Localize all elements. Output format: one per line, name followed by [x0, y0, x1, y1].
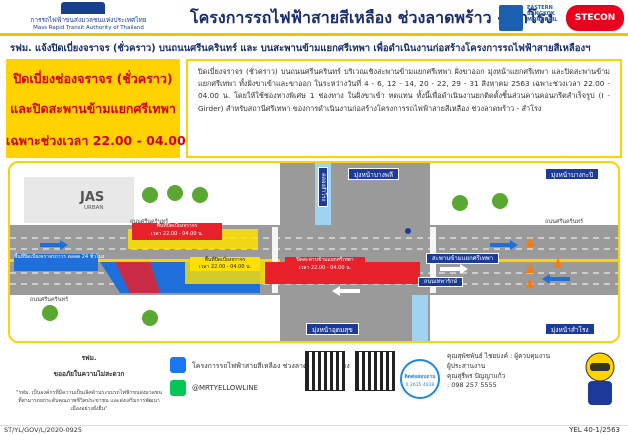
header: การรถไฟฟ้าขนส่งมวลชนแห่งประเทศไทย Mass R… [0, 0, 628, 36]
station-marker-icon [405, 228, 411, 234]
org-name-en: Mass Rapid Transit Authority of Thailand [33, 25, 144, 31]
facebook-text: โครงการรถไฟฟ้าสายสีเหลือง ช่วงลาดพร้าว -… [192, 362, 350, 370]
contact2-phone: : 098 257 5555 [447, 381, 497, 389]
description-box: ปิดเบี่ยงจราจร (ชั่วคราว) บนถนนศรีนครินท… [186, 59, 622, 158]
white-arrows [332, 264, 468, 296]
qr-code-icon [355, 351, 395, 391]
jas-brand: JAS [80, 190, 105, 205]
contact2-name: คุณสุรีพร ปัญญาแก้ว [447, 372, 506, 380]
direction-arrows [40, 240, 570, 284]
label-zone-24h: พื้นที่ปิดเบี่ยงจราจรถาวร ตลอด 24 ชั่วโม… [14, 254, 104, 271]
description-text: ปิดเบี่ยงจราจร (ชั่วคราว) บนถนนศรีนครินท… [198, 67, 610, 113]
road-label-bottom: ถนนศรีนครินทร์ [30, 297, 69, 303]
sign-theparak-road: ถนนเทพารักษ์ [418, 277, 463, 287]
contact1-role: ผู้ประสานงาน [447, 362, 486, 370]
document-code: ST/YL/GOV/L/2020-0925 [4, 426, 82, 434]
sign-canal: คลองสำโรง [318, 167, 328, 207]
ebm-logo-icon [499, 5, 523, 31]
jas-building [24, 177, 134, 223]
sign-to-bangkapi: มุ่งหน้าบางกะปิ [545, 168, 600, 180]
label-bridge-closed: ปิดสะพานข้ามแยกศรีเทพา เวลา 22.00 - 04.0… [285, 257, 365, 274]
sign-to-bangphli: มุ่งหน้าบางพลี [348, 168, 400, 180]
bottom-bar: ST/YL/GOV/L/2020-0925 YEL 40-1/2563 [0, 425, 628, 435]
footer-issuer: รฟม. ขออภัยในความไม่สะดวก "รฟม. เป็นองค์… [14, 353, 164, 413]
issuer: รฟม. [81, 354, 97, 362]
jas-sub: URBAN [84, 205, 104, 211]
label-zone-night-top: พื้นที่ปิดเบี่ยงจราจร เวลา 22.00 - 04.00… [132, 223, 222, 240]
stecon-logo: STECON [566, 5, 624, 31]
apology: ขออภัยในความไม่สะดวก [53, 370, 125, 378]
ebm-logo-text: EASTERN BANGKOK MONORAIL [527, 5, 558, 23]
line-icon [170, 380, 186, 396]
contact-badge: ติดต่อสอบถาม 0 2615 4918 [400, 359, 440, 399]
canal-bottom [412, 295, 428, 341]
closure-summary-box: ปิดเบี่ยงช่องจราจร (ชั่วคราว) และปิดสะพา… [6, 59, 204, 158]
reference-code: YEL 40-1/2563 [569, 426, 620, 434]
mrta-emblem-icon [61, 2, 105, 14]
sign-bridge: สะพานข้ามแยกศรีเทพา [426, 253, 500, 264]
mrta-logo: การรถไฟฟ้าขนส่งมวลชนแห่งประเทศไทย Mass R… [6, 2, 166, 34]
summary-line-2: และปิดสะพานข้ามแยกศรีเทพา [10, 101, 176, 116]
road-label-right: ถนนศรีนครินทร์ [545, 219, 584, 225]
line-text: @MRTYELLOWLINE [192, 384, 258, 392]
slogan: "รฟม. เป็นองค์กรที่มีความเป็นเลิศด้านระบ… [16, 390, 162, 412]
cross-road [280, 163, 430, 341]
contact-names: คุณสุพัชพันธ์ ไชยบงค์ : ผู้ควบคุมงาน ผู้… [447, 351, 567, 391]
contact1-name: คุณสุพัชพันธ์ ไชยบงค์ : ผู้ควบคุมงาน [447, 352, 551, 360]
trees [42, 185, 508, 326]
org-name-th: การรถไฟฟ้าขนส่งมวลชนแห่งประเทศไทย [30, 16, 147, 24]
mascot-icon [585, 352, 615, 405]
line-row[interactable]: @MRTYELLOWLINE [170, 380, 360, 398]
sign-to-samrong: มุ่งหน้าสำโรง [545, 323, 595, 335]
social-contacts: โครงการรถไฟฟ้าสายสีเหลือง ช่วงลาดพร้าว -… [170, 357, 360, 403]
page-title: โครงการรถไฟฟ้าสายสีเหลือง ช่วงลาดพร้าว -… [190, 8, 554, 27]
summary-line-1: ปิดเบี่ยงช่องจราจร (ชั่วคราว) [13, 71, 173, 86]
qr-code-icon [305, 351, 345, 391]
label-zone-night-mid: พื้นที่ปิดเบี่ยงจราจร เวลา 22.00 - 04.00… [190, 257, 260, 271]
traffic-cones [526, 237, 562, 288]
facebook-icon [170, 357, 186, 373]
traffic-map: JAS URBAN ถนนศรีนครินทร์ ถนนศรีนครินทร์ … [8, 161, 620, 343]
footer: รฟม. ขออภัยในความไม่สะดวก "รฟม. เป็นองค์… [0, 345, 628, 425]
facebook-row[interactable]: โครงการรถไฟฟ้าสายสีเหลือง ช่วงลาดพร้าว -… [170, 357, 360, 375]
summary-line-3: เฉพาะช่วงเวลา 22.00 - 04.00 น. [6, 133, 204, 148]
sign-to-udomsuk: มุ่งหน้าอุดมสุข [306, 323, 359, 335]
subtitle: รฟม. แจ้งปิดเบี่ยงจราจร (ชั่วคราว) บนถนน… [10, 43, 591, 54]
zone-closed-night-red [115, 262, 160, 293]
road-label-top: ถนนศรีนครินทร์ [130, 219, 169, 225]
